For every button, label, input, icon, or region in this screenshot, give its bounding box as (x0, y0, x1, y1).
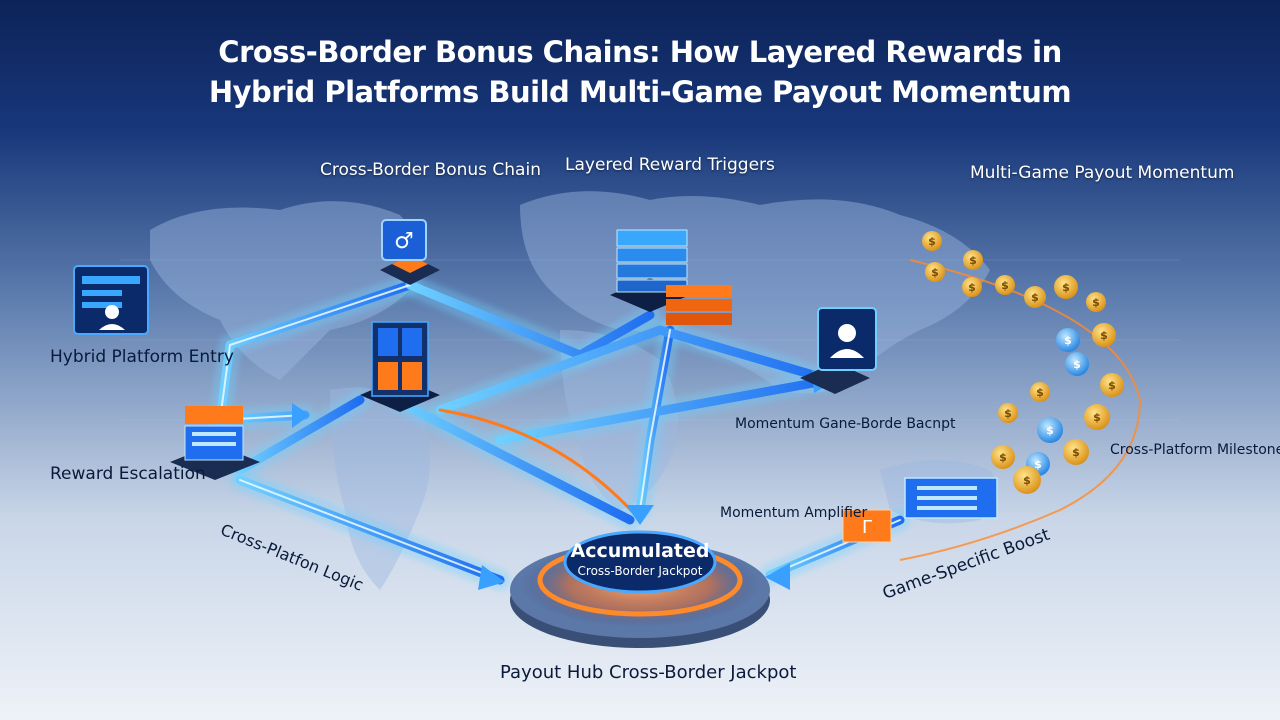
label-line: Payout Hub (500, 662, 604, 683)
label-line: Cross-Platform (1110, 442, 1213, 458)
label-cross-platform-milestone: Cross-Platform Milestone (1110, 442, 1280, 459)
payout-hub-platform (510, 530, 770, 648)
label-line: Milestone (1216, 442, 1280, 458)
svg-text:$: $ (1036, 386, 1044, 399)
label-line: Momentum (1137, 163, 1235, 183)
coin-icon: $ (998, 403, 1018, 423)
flow-path-momentum (435, 325, 835, 415)
label-momentum-amplifier: Momentum Amplifier (720, 505, 867, 522)
coin-icon: $ (962, 277, 982, 297)
node-reward-escalation (170, 406, 260, 480)
label-payout-hub: Payout Hub Cross-Border Jackpot (500, 662, 796, 684)
coin-stream: $ $ $ $ $ $ $ $ $ $ $ $ $ $ $ $ $ $ $ $ (922, 231, 1124, 494)
coin-icon: $ (925, 262, 945, 282)
svg-text:$: $ (1004, 407, 1012, 420)
svg-text:$: $ (931, 266, 939, 279)
svg-text:$: $ (1001, 279, 1009, 292)
svg-text:$: $ (1046, 424, 1054, 437)
label-line: Escalation (118, 464, 206, 484)
node-center-cube (360, 321, 440, 412)
svg-text:$: $ (1034, 458, 1042, 471)
svg-text:$: $ (1064, 334, 1072, 347)
svg-text:$: $ (1093, 411, 1101, 424)
svg-text:$: $ (1073, 358, 1081, 371)
hub-main-label: Accumulated (570, 540, 710, 562)
svg-text:$: $ (968, 281, 976, 294)
coin-icon: $ (1084, 404, 1110, 430)
label-line: Amplifier (804, 505, 868, 521)
title-line-1: Cross-Border Bonus Chains: How Layered R… (218, 35, 1062, 69)
label-layered-triggers: Layered Reward Triggers (565, 155, 775, 175)
svg-text:$: $ (1108, 379, 1116, 392)
svg-text:$: $ (1062, 281, 1070, 294)
label-line: Cross-Border Jackpot (609, 662, 797, 683)
coin-icon: $ (963, 250, 983, 270)
coin-icon: $ (1037, 417, 1063, 443)
label-line: Gane-Borde Bacnpt (819, 416, 956, 432)
flow-path-center-hub (390, 395, 635, 525)
node-momentum-profile (800, 307, 877, 394)
arrow-head-hub (626, 505, 654, 525)
label-line: Reward (50, 464, 114, 484)
arrow-head-boost (765, 563, 790, 590)
svg-text:$: $ (1092, 296, 1100, 309)
node-cross-border-chain: ♂ (380, 219, 440, 285)
node-hybrid-entry (73, 265, 149, 335)
node-layered-triggers (610, 229, 732, 325)
coin-icon: $ (922, 231, 942, 251)
svg-text:$: $ (1072, 446, 1080, 459)
page-title: Cross-Border Bonus Chains: How Layered R… (0, 32, 1280, 112)
label-cross-border-chain: Cross-Border Bonus Chain (320, 160, 541, 180)
flow-path-orange (438, 408, 642, 522)
label-line: Entry (188, 347, 234, 367)
label-reward-escalation: Reward Escalation (50, 464, 206, 484)
label-line: Bonus Chain (434, 160, 541, 180)
node-momentum-amplifier: ᒥ (842, 509, 892, 543)
coin-icon: $ (1056, 328, 1080, 352)
coin-icon: $ (995, 275, 1015, 295)
coin-icon: $ (1065, 352, 1089, 376)
label-line: Hybrid (50, 347, 107, 367)
label-line: Platform (111, 347, 184, 367)
svg-text:$: $ (999, 451, 1007, 464)
svg-text:ᒥ: ᒥ (862, 517, 872, 538)
title-line-2: Hybrid Platforms Build Multi-Game Payout… (208, 75, 1072, 109)
label-line: Multi-Game (970, 163, 1069, 183)
coin-icon: $ (1092, 323, 1116, 347)
hub-label: Accumulated Cross-Border Jackpot (540, 540, 740, 578)
hub-sub-label: Cross-Border Jackpot (577, 564, 703, 578)
svg-text:$: $ (1031, 291, 1039, 304)
label-hybrid-entry: Hybrid Platform Entry (50, 347, 234, 367)
label-line: Momentum (720, 505, 800, 521)
node-milestone-stack (904, 477, 998, 519)
svg-text:$: $ (969, 254, 977, 267)
arrow-head-logic (478, 565, 505, 590)
label-line: Reward Triggers (638, 155, 775, 175)
coin-icon: $ (1054, 275, 1078, 299)
svg-text:♂: ♂ (394, 229, 414, 254)
label-line: Momentum (735, 416, 815, 432)
label-line: Payout (1074, 163, 1133, 183)
svg-text:$: $ (1023, 474, 1031, 487)
coin-icon: $ (1030, 382, 1050, 402)
flow-path-escalation-up (235, 395, 365, 475)
coin-icon: $ (1013, 466, 1041, 494)
svg-text:$: $ (1100, 329, 1108, 342)
arrow-head-chain (292, 403, 310, 428)
coin-icon: $ (991, 445, 1015, 469)
svg-text:$: $ (928, 235, 936, 248)
momentum-arc (899, 259, 1142, 561)
label-line: Layered (565, 155, 634, 175)
coin-icon: $ (1100, 373, 1124, 397)
label-momentum-backpot: Momentum Gane-Borde Bacnpt (735, 416, 955, 433)
flow-paths (209, 274, 911, 591)
coin-icon: $ (1063, 439, 1089, 465)
label-multi-game: Multi-Game Payout Momentum (970, 163, 1234, 183)
coin-icon: $ (1024, 286, 1046, 308)
label-line: Cross-Border (320, 160, 430, 180)
coin-icon: $ (1086, 292, 1106, 312)
flow-path-mid (495, 375, 835, 445)
